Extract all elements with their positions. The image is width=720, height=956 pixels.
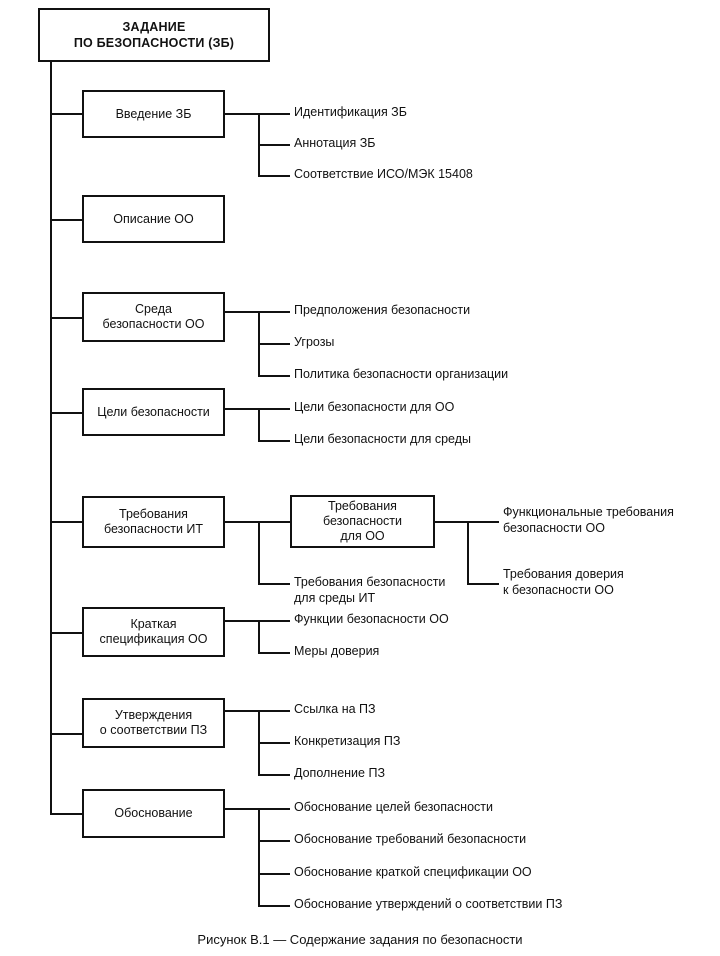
spine-stub-celi-bezopasnosti [50, 412, 82, 414]
leaf-stub-funkcionalnye-trebovaniya [467, 521, 499, 523]
spine-stub-opisanie-oo [50, 219, 82, 221]
connector-trebovaniya-it-out [225, 521, 260, 523]
connector-obosnovanie-bus [258, 808, 260, 905]
node-utverzhdeniya-o-sootvetstvii-pz: Утверждения о соответствии ПЗ [82, 698, 225, 748]
connector-celi-out [225, 408, 260, 410]
node-opisanie-oo: Описание ОО [82, 195, 225, 243]
figure-caption: Рисунок В.1 — Содержание задания по безо… [197, 932, 523, 947]
leaf-stub-predpolozheniya [258, 311, 290, 313]
leaf-funkcionalnye-trebovaniya-bezopasnosti-oo: Функциональные требования безопасности О… [503, 505, 674, 535]
leaf-ugrozy: Угрозы [294, 335, 335, 349]
spine-stub-utverzhdeniya-pz [50, 733, 82, 735]
leaf-stub-ugrozy [258, 343, 290, 345]
leaf-stub-celi-dlya-sredy [258, 440, 290, 442]
leaf-stub-obosnovanie-celej [258, 808, 290, 810]
connector-kratkaya-bus [258, 620, 260, 652]
connector-obosnovanie-out [225, 808, 260, 810]
leaf-stub-politika-bezopasnosti [258, 375, 290, 377]
connector-kratkaya-out [225, 620, 260, 622]
node-root-security-target: ЗАДАНИЕ ПО БЕЗОПАСНОСТИ (ЗБ) [38, 8, 270, 62]
connector-celi-bus [258, 408, 260, 440]
spine-stub-vvedenie-zb [50, 113, 82, 115]
leaf-obosnovanie-trebovanij-bezopasnosti: Обоснование требований безопасности [294, 832, 527, 846]
leaf-obosnovanie-utverzhdenij-o-sootvetstvii-pz: Обоснование утверждений о соответствии П… [294, 897, 563, 911]
leaf-stub-obosnovanie-trebovanij [258, 840, 290, 842]
node-root-label: ЗАДАНИЕ ПО БЕЗОПАСНОСТИ (ЗБ) [73, 20, 235, 50]
leaf-celi-bezopasnosti-dlya-sredy: Цели безопасности для среды [294, 432, 472, 446]
leaf-funkcii-bezopasnosti-oo: Функции безопасности ОО [294, 612, 449, 626]
leaf-konkretizaciya-pz: Конкретизация ПЗ [294, 734, 401, 748]
connector-vvedenie-zb-out [225, 113, 260, 115]
leaf-politika-bezopasnosti-organizacii: Политика безопасности организации [294, 367, 509, 381]
node-kratkaya-specifikaciya-oo-label: Краткая спецификация ОО [99, 617, 208, 646]
main-spine [50, 61, 52, 813]
leaf-trebovaniya-doveriya-k-bezopasnosti-oo: Требования доверия к безопасности ОО [503, 567, 624, 597]
leaf-identifikaciya-zb: Идентификация ЗБ [294, 105, 407, 119]
leaf-stub-mery-doveriya [258, 652, 290, 654]
leaf-stub-trebovaniya-doveriya [467, 583, 499, 585]
leaf-predpolozheniya-bezopasnosti: Предположения безопасности [294, 303, 471, 317]
node-kratkaya-specifikaciya-oo: Краткая спецификация ОО [82, 607, 225, 657]
leaf-sootvetstvie-iso: Соответствие ИСО/МЭК 15408 [294, 167, 473, 181]
connector-subbox-bus [467, 521, 469, 583]
leaf-trebovaniya-bezopasnosti-dlya-sredy-it: Требования безопасности для среды ИТ [294, 575, 446, 605]
leaf-obosnovanie-celej-bezopasnosti: Обоснование целей безопасности [294, 800, 493, 814]
leaf-stub-celi-dlya-oo [258, 408, 290, 410]
node-obosnovanie: Обоснование [82, 789, 225, 838]
node-opisanie-oo-label: Описание ОО [113, 211, 194, 226]
leaf-stub-obosnovanie-utverzhdenij [258, 905, 290, 907]
connector-sreda-out [225, 311, 260, 313]
connector-trebovaniya-it-bus [258, 521, 260, 583]
node-obosnovanie-label: Обоснование [114, 806, 193, 820]
leaf-ssylka-na-pz: Ссылка на ПЗ [294, 702, 376, 716]
node-trebovaniya-bezopasnosti-it-label: Требования безопасности ИТ [103, 507, 204, 536]
node-trebovaniya-bezopasnosti-it: Требования безопасности ИТ [82, 496, 225, 548]
node-trebovaniya-bezopasnosti-dlya-oo: Требования безопасности для ОО [290, 495, 435, 548]
leaf-stub-ssylka-na-pz [258, 710, 290, 712]
leaf-annotaciya-zb: Аннотация ЗБ [294, 136, 376, 150]
leaf-stub-identifikaciya-zb [258, 113, 290, 115]
leaf-stub-trebovaniya-dlya-sredy-it [258, 583, 290, 585]
spine-stub-sreda-bezopasnosti-oo [50, 317, 82, 319]
node-celi-bezopasnosti: Цели безопасности [82, 388, 225, 436]
leaf-stub-obosnovanie-specifikacii [258, 873, 290, 875]
connector-utverzhdeniya-out [225, 710, 260, 712]
leaf-celi-bezopasnosti-dlya-oo: Цели безопасности для ОО [294, 400, 455, 414]
node-sreda-bezopasnosti-oo: Среда безопасности ОО [82, 292, 225, 342]
leaf-stub-dopolnenie-pz [258, 774, 290, 776]
node-utverzhdeniya-o-sootvetstvii-pz-label: Утверждения о соответствии ПЗ [99, 708, 208, 737]
leaf-mery-doveriya: Меры доверия [294, 644, 380, 658]
node-celi-bezopasnosti-label: Цели безопасности [97, 404, 210, 419]
leaf-dopolnenie-pz: Дополнение ПЗ [294, 766, 385, 780]
spine-stub-trebovaniya-it [50, 521, 82, 523]
node-sreda-bezopasnosti-oo-label: Среда безопасности ОО [102, 302, 205, 331]
node-vvedenie-zb: Введение ЗБ [82, 90, 225, 138]
spine-stub-kratkaya-specifikaciya [50, 632, 82, 634]
spine-stub-obosnovanie [50, 813, 82, 815]
leaf-stub-annotaciya-zb [258, 144, 290, 146]
leaf-stub-funkcii-bezopasnosti-oo [258, 620, 290, 622]
node-trebovaniya-bezopasnosti-dlya-oo-label: Требования безопасности для ОО [322, 499, 403, 543]
leaf-obosnovanie-kratkoj-specifikacii-oo: Обоснование краткой спецификации ОО [294, 865, 532, 879]
connector-trebovaniya-it-to-subbox [258, 521, 292, 523]
leaf-stub-sootvetstvie-iso [258, 175, 290, 177]
connector-subbox-out [435, 521, 469, 523]
node-vvedenie-zb-label: Введение ЗБ [115, 106, 192, 121]
leaf-stub-konkretizaciya-pz [258, 742, 290, 744]
